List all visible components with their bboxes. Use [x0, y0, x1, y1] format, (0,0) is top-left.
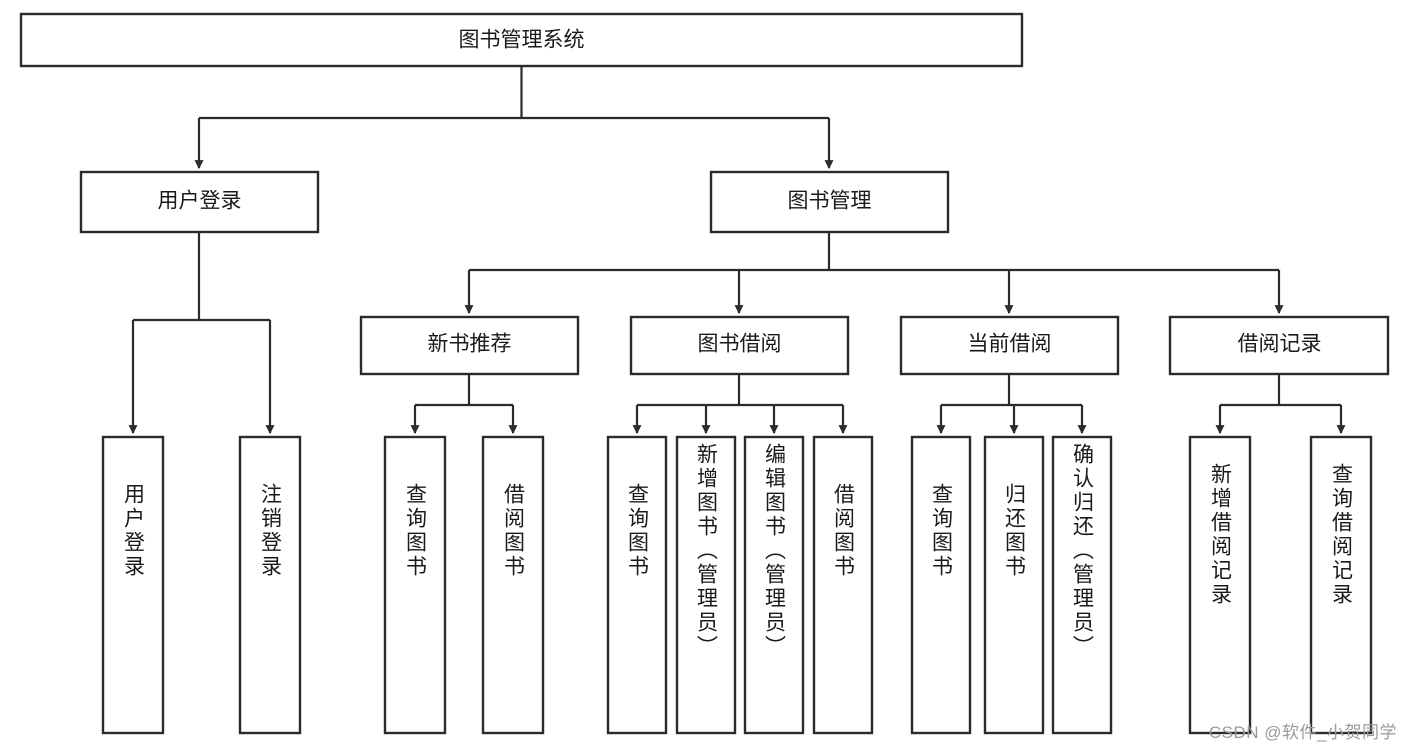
node-book-manage-box[interactable]	[709, 170, 950, 234]
leaf-edit-book-box[interactable]	[743, 435, 805, 735]
leaf-logout-box[interactable]	[238, 435, 302, 735]
connector-group-borrow-record	[1215, 374, 1346, 435]
node-book-borrow-box[interactable]	[629, 315, 850, 376]
csdn-watermark: CSDN @软件_小贺同学	[1208, 723, 1397, 742]
leaf-return-book-box[interactable]	[983, 435, 1045, 735]
node-borrow-record[interactable]: 借阅记录	[1168, 315, 1390, 376]
node-root-box[interactable]	[19, 12, 1024, 68]
leaf-add-book-box[interactable]	[675, 435, 737, 735]
connector-group-book-manage	[464, 232, 1284, 315]
node-root-label: 图书管理系统	[459, 29, 585, 52]
connector-group-user-login	[128, 232, 275, 435]
leaf-query-book-2-box[interactable]	[606, 435, 668, 735]
leaf-query-book-3-box[interactable]	[910, 435, 972, 735]
leaf-user-login-box[interactable]	[101, 435, 165, 735]
node-book-manage-label: 图书管理	[788, 190, 872, 213]
node-user-login-label: 用户登录	[158, 190, 242, 213]
leaf-borrow-book-1-box[interactable]	[481, 435, 545, 735]
node-current-borrow-box[interactable]	[899, 315, 1120, 376]
leaf-query-book-1-box[interactable]	[383, 435, 447, 735]
node-current-borrow-label: 当前借阅	[968, 333, 1052, 356]
leaf-query-record-box[interactable]	[1309, 435, 1373, 735]
leaf-confirm-return-box[interactable]	[1051, 435, 1113, 735]
connector-group-current-borrow	[936, 374, 1087, 435]
node-user-login-box[interactable]	[79, 170, 320, 234]
node-new-book-rec-label: 新书推荐	[428, 333, 512, 356]
node-book-borrow[interactable]: 图书借阅	[629, 315, 850, 376]
node-user-login[interactable]: 用户登录	[79, 170, 320, 234]
leaf-add-record-box[interactable]	[1188, 435, 1252, 735]
node-borrow-record-box[interactable]	[1168, 315, 1390, 376]
connector-group-new-book-rec	[410, 374, 518, 435]
connector-group-book-borrow	[632, 374, 848, 435]
connector-group-root	[194, 66, 834, 170]
leaf-borrow-book-2-box[interactable]	[812, 435, 874, 735]
node-book-borrow-label: 图书借阅	[698, 333, 782, 356]
node-current-borrow[interactable]: 当前借阅	[899, 315, 1120, 376]
node-new-book-rec[interactable]: 新书推荐	[359, 315, 580, 376]
node-new-book-rec-box[interactable]	[359, 315, 580, 376]
node-borrow-record-label: 借阅记录	[1238, 333, 1322, 356]
node-book-manage[interactable]: 图书管理	[709, 170, 950, 234]
node-root[interactable]: 图书管理系统	[19, 12, 1024, 68]
leaf-boxes	[101, 435, 1373, 735]
